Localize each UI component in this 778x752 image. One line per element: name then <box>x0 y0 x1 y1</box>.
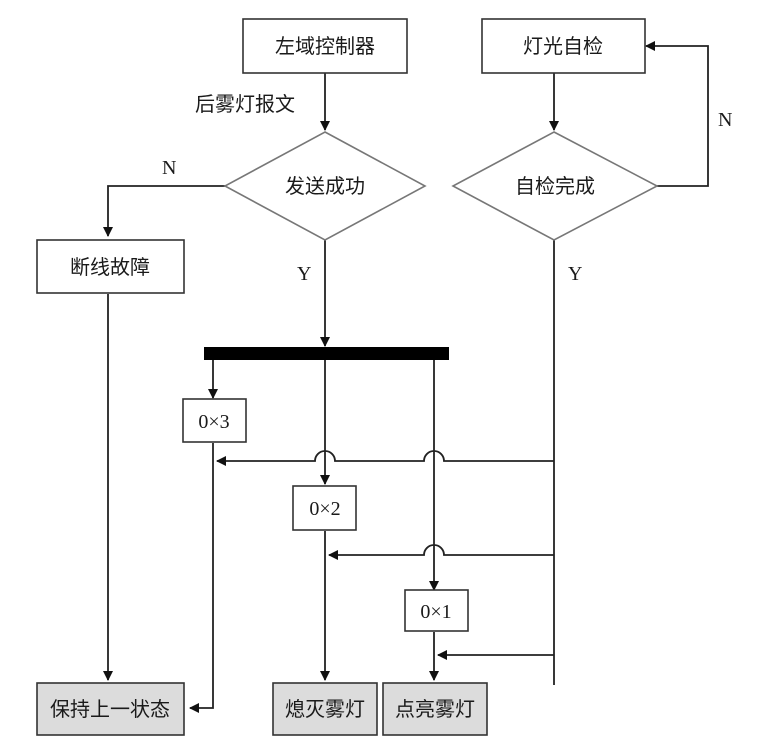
node-disconnect-fault-label: 断线故障 <box>70 255 150 279</box>
edge-label-selfcheck-yes: Y <box>568 263 582 285</box>
fork-bar <box>204 347 449 360</box>
node-code-0x3: 0×3 <box>182 398 247 443</box>
node-selfcheck-done-label: 自检完成 <box>515 174 595 198</box>
node-fog-light-off: 熄灭雾灯 <box>272 682 378 736</box>
edge-selfcheck-to-0x2-path <box>328 544 554 560</box>
edge-selfcheck-to-0x3-path <box>216 450 554 466</box>
edge-0x3-to-keep <box>189 443 214 713</box>
node-fog-light-off-label: 熄灭雾灯 <box>285 697 365 721</box>
edge-send-no <box>103 185 225 237</box>
edge-label-send-yes: Y <box>297 263 311 285</box>
node-keep-last-state: 保持上一状态 <box>36 682 185 736</box>
edge-label-selfcheck-no: N <box>718 109 732 131</box>
node-code-0x2: 0×2 <box>292 485 357 531</box>
edge-label-rear-fog-message: 后雾灯报文 <box>195 92 295 116</box>
node-disconnect-fault: 断线故障 <box>36 239 185 294</box>
node-keep-last-state-label: 保持上一状态 <box>50 697 170 721</box>
connectors <box>103 41 709 713</box>
node-send-success-label: 发送成功 <box>285 174 365 198</box>
node-selfcheck-done: 自检完成 <box>451 131 659 241</box>
node-code-0x3-label: 0×3 <box>198 411 229 433</box>
node-code-0x2-label: 0×2 <box>309 498 340 520</box>
edge-label-send-no: N <box>162 157 176 179</box>
node-left-controller: 左域控制器 <box>242 18 408 74</box>
node-left-controller-label: 左域控制器 <box>275 34 375 58</box>
node-fog-light-on-label: 点亮雾灯 <box>395 697 475 721</box>
edge-selfcheck-no <box>645 41 709 187</box>
node-fog-light-on: 点亮雾灯 <box>382 682 488 736</box>
node-code-0x1-label: 0×1 <box>420 601 451 623</box>
node-light-selfcheck-label: 灯光自检 <box>523 34 603 58</box>
node-send-success: 发送成功 <box>223 131 427 241</box>
node-code-0x1: 0×1 <box>404 589 469 632</box>
node-light-selfcheck: 灯光自检 <box>481 18 646 74</box>
